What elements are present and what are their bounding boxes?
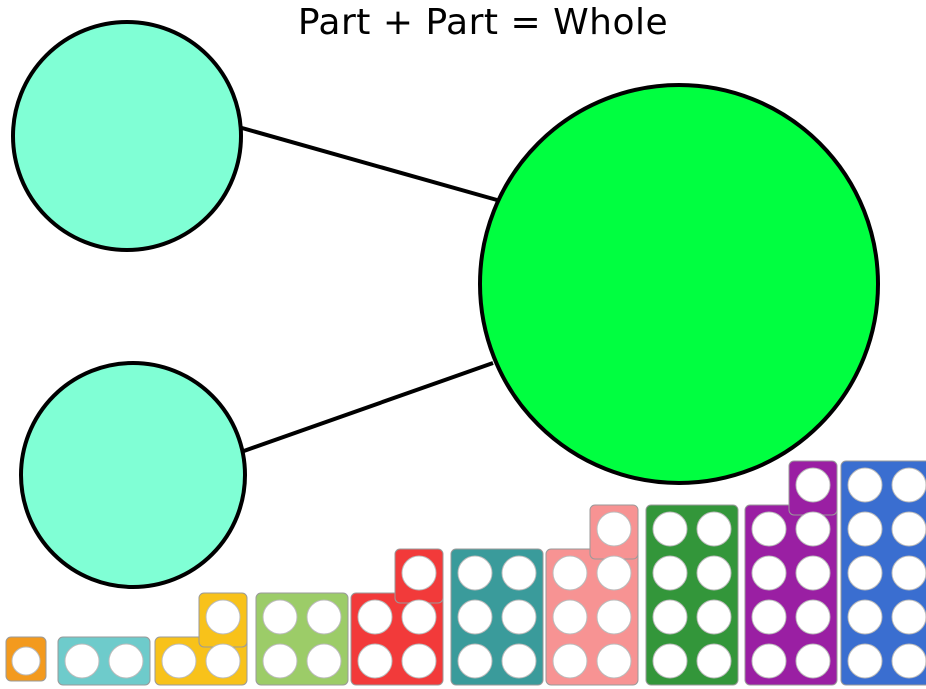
numicon-hole [891,599,926,635]
numicon-tile-1[interactable] [5,636,47,682]
numicon-hole [64,643,100,679]
numicon-hole [306,643,342,679]
numicon-hole [751,643,787,679]
numicon-tile-6[interactable] [450,548,544,686]
numicon-hole [552,555,588,591]
numicon-hole [501,599,537,635]
numicon-hole [401,643,437,679]
numicon-hole [696,555,732,591]
numicon-hole [891,643,926,679]
numicon-hole [357,599,393,635]
numicon-hole [891,511,926,547]
numicon-hole [596,643,632,679]
numicon-hole [596,555,632,591]
numicon-hole [306,599,342,635]
numicon-tile-5[interactable] [350,548,444,686]
numicon-hole [457,555,493,591]
numicon-hole [751,555,787,591]
part-circle-bottom[interactable] [19,361,247,589]
numicon-hole [501,555,537,591]
numicon-hole [552,643,588,679]
numicon-hole [205,599,241,635]
connector-line-top [241,126,498,202]
numicon-hole [596,599,632,635]
numicon-hole [847,511,883,547]
numicon-hole [357,643,393,679]
numicon-hole [847,467,883,503]
numicon-hole [795,467,831,503]
numicon-hole [891,467,926,503]
numicon-hole [847,643,883,679]
numicon-hole [847,555,883,591]
numicon-hole [501,643,537,679]
page-title: Part + Part = Whole [297,2,669,43]
numicon-tile-7[interactable] [545,504,639,686]
numicon-hole [652,511,688,547]
numicon-hole [696,599,732,635]
numicon-hole [847,599,883,635]
numicon-hole [205,643,241,679]
numicon-hole [652,643,688,679]
numicon-tiles [5,460,926,686]
numicon-hole [795,643,831,679]
connector-line-bottom [240,361,494,454]
numicon-hole [596,511,632,547]
numicon-hole [795,511,831,547]
numicon-hole [401,599,437,635]
numicon-tile-10[interactable] [840,460,926,686]
numicon-tile-3[interactable] [154,592,248,686]
numicon-tile-2[interactable] [57,636,151,686]
numicon-hole [652,599,688,635]
whole-circle[interactable] [478,83,880,485]
numicon-hole [696,511,732,547]
numicon-hole [891,555,926,591]
numicon-hole [457,599,493,635]
numicon-hole [696,643,732,679]
numicon-tile-9[interactable] [744,460,838,686]
numicon-hole [552,599,588,635]
numicon-tile-8[interactable] [645,504,739,686]
numicon-hole [751,599,787,635]
numicon-hole [262,643,298,679]
numicon-tile-4[interactable] [255,592,349,686]
numicon-hole [795,599,831,635]
numicon-hole [11,646,41,676]
part-circle-top[interactable] [11,20,243,252]
numicon-hole [751,511,787,547]
numicon-hole [108,643,144,679]
numicon-hole [652,555,688,591]
numicon-hole [262,599,298,635]
numicon-hole [795,555,831,591]
numicon-hole [401,555,437,591]
numicon-hole [161,643,197,679]
numicon-hole [457,643,493,679]
